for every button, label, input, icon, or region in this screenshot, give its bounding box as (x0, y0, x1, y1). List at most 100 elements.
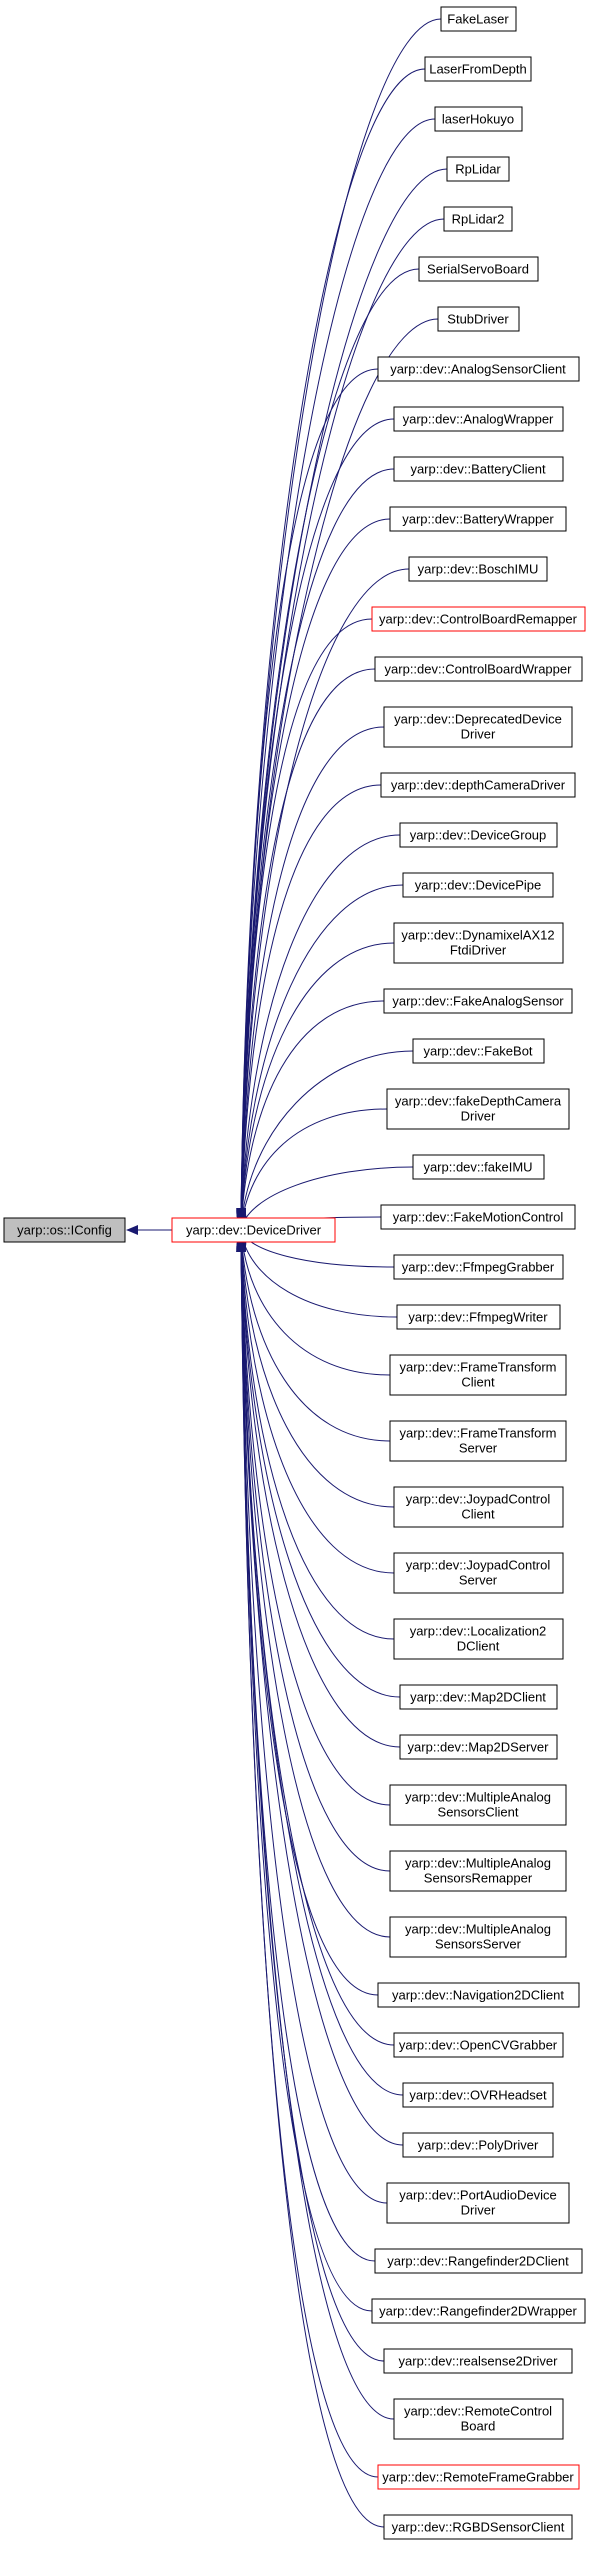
class-node[interactable]: FakeLaser (440, 6, 517, 32)
class-node-label: yarp::dev::fakeIMU (423, 1160, 532, 1175)
class-node[interactable]: StubDriver (437, 306, 520, 332)
class-node[interactable]: yarp::dev::RemoteFrameGrabber (377, 2464, 580, 2490)
class-node-box (396, 1304, 561, 1330)
class-node-box (389, 1420, 567, 1462)
class-node-label: yarp::dev::Map2DClient (410, 1690, 546, 1705)
class-node-box (446, 156, 510, 182)
inheritance-edge (236, 1240, 385, 2528)
class-node-label: yarp::dev::AnalogSensorClient (390, 362, 566, 377)
class-node[interactable]: yarp::dev::RGBDSensorClient (383, 2514, 573, 2540)
inheritance-edge (236, 418, 395, 1224)
class-node-label: yarp::dev::PortAudioDevice (399, 2188, 557, 2203)
class-node-label: yarp::dev::JoypadControl (406, 1558, 551, 1573)
center-node[interactable]: yarp::dev::DeviceDriver (171, 1217, 336, 1243)
class-node-label: Board (461, 2419, 496, 2434)
class-node[interactable]: yarp::dev::depthCameraDriver (380, 772, 576, 798)
class-node[interactable]: SerialServoBoard (418, 256, 539, 282)
inheritance-edge (236, 618, 373, 1226)
class-node[interactable]: yarp::dev::OpenCVGrabber (393, 2032, 564, 2058)
class-node-box (377, 2464, 580, 2490)
class-node-label: laserHokuyo (442, 112, 514, 127)
inheritance-edge (236, 118, 436, 1221)
class-node-label: yarp::dev::DevicePipe (415, 878, 541, 893)
class-node-box (371, 2298, 586, 2324)
class-node-label: yarp::dev::DynamixelAX12 (401, 928, 554, 943)
class-node[interactable]: yarp::dev::DeviceGroup (399, 822, 558, 848)
class-node-label: yarp::dev::FrameTransform (399, 1426, 556, 1441)
class-node[interactable]: yarp::dev::ControlBoardWrapper (374, 656, 583, 682)
class-node[interactable]: yarp::dev::BatteryClient (393, 456, 564, 482)
class-node[interactable]: laserHokuyo (434, 106, 523, 132)
class-node[interactable]: yarp::dev::Map2DServer (399, 1734, 558, 1760)
class-node-box (389, 506, 567, 532)
class-node[interactable]: yarp::dev::OVRHeadset (402, 2082, 554, 2108)
class-node[interactable]: yarp::dev::PolyDriver (402, 2132, 554, 2158)
class-node-box (374, 656, 583, 682)
class-node-label: yarp::dev::AnalogWrapper (403, 412, 554, 427)
class-node[interactable]: yarp::dev::AnalogWrapper (393, 406, 564, 432)
class-node[interactable]: LaserFromDepth (424, 56, 532, 82)
class-node-box (434, 106, 523, 132)
class-node[interactable]: yarp::dev::FakeBot (412, 1038, 545, 1064)
class-node-label: yarp::dev::RemoteControl (404, 2404, 552, 2419)
class-node-label: yarp::dev::Rangefinder2DClient (387, 2254, 569, 2269)
edges-layer (126, 18, 448, 2528)
class-node[interactable]: yarp::dev::AnalogSensorClient (377, 356, 580, 382)
class-node[interactable]: yarp::dev::FfmpegWriter (396, 1304, 561, 1330)
class-node-box (399, 1734, 558, 1760)
class-node[interactable]: yarp::dev::Navigation2DClient (377, 1982, 580, 2008)
class-node-label: yarp::dev::MultipleAnalog (405, 1790, 551, 1805)
class-node[interactable]: yarp::dev::Map2DClient (399, 1684, 558, 1710)
class-node-label: FakeLaser (447, 12, 509, 27)
class-node-box (440, 6, 517, 32)
class-node-box (393, 1254, 564, 1280)
class-node-label: yarp::dev::BatteryClient (410, 462, 546, 477)
class-node-label: yarp::dev::Navigation2DClient (392, 1988, 564, 2003)
class-node[interactable]: yarp::dev::FfmpegGrabber (393, 1254, 564, 1280)
class-node[interactable]: yarp::dev::ControlBoardRemapper (371, 606, 586, 632)
class-node-box (393, 1618, 564, 1660)
class-node-label: yarp::dev::Map2DServer (408, 1740, 550, 1755)
class-node-box (424, 56, 532, 82)
class-node-label: yarp::dev::fakeDepthCamera (395, 1094, 562, 1109)
class-node-box (389, 1784, 567, 1826)
class-node[interactable]: RpLidar (446, 156, 510, 182)
class-node-box (377, 356, 580, 382)
inheritance-edge (236, 1233, 401, 1698)
inheritance-edge (236, 1233, 401, 1748)
class-node[interactable]: yarp::dev::realsense2Driver (383, 2348, 573, 2374)
class-node-box (402, 872, 554, 898)
class-node[interactable]: yarp::dev::FakeAnalogSensor (383, 988, 573, 1014)
class-node[interactable]: yarp::dev::BoschIMU (408, 556, 548, 582)
inheritance-edge (236, 1230, 391, 1376)
root-node[interactable]: yarp::os::IConfig (3, 1217, 126, 1243)
class-node[interactable]: yarp::dev::BatteryWrapper (389, 506, 567, 532)
class-node-label: SensorsServer (435, 1937, 522, 1952)
class-node-label: yarp::dev::Localization2 (410, 1624, 547, 1639)
class-node[interactable]: RpLidar2 (443, 206, 513, 232)
class-node[interactable]: yarp::dev::fakeIMU (412, 1154, 545, 1180)
class-node[interactable]: yarp::dev::FakeMotionControl (380, 1204, 576, 1230)
class-node-label: RpLidar2 (452, 212, 505, 227)
inheritance-edge (236, 1235, 379, 1996)
class-node[interactable]: yarp::dev::DevicePipe (402, 872, 554, 898)
inheritance-edge (237, 1229, 398, 1318)
center-node-label: yarp::dev::DeviceDriver (186, 1223, 322, 1238)
inheritance-edge (238, 1166, 414, 1231)
class-node[interactable]: yarp::dev::Rangefinder2DClient (374, 2248, 583, 2274)
class-node[interactable]: yarp::dev::Rangefinder2DWrapper (371, 2298, 586, 2324)
class-node-label: Server (459, 1573, 498, 1588)
